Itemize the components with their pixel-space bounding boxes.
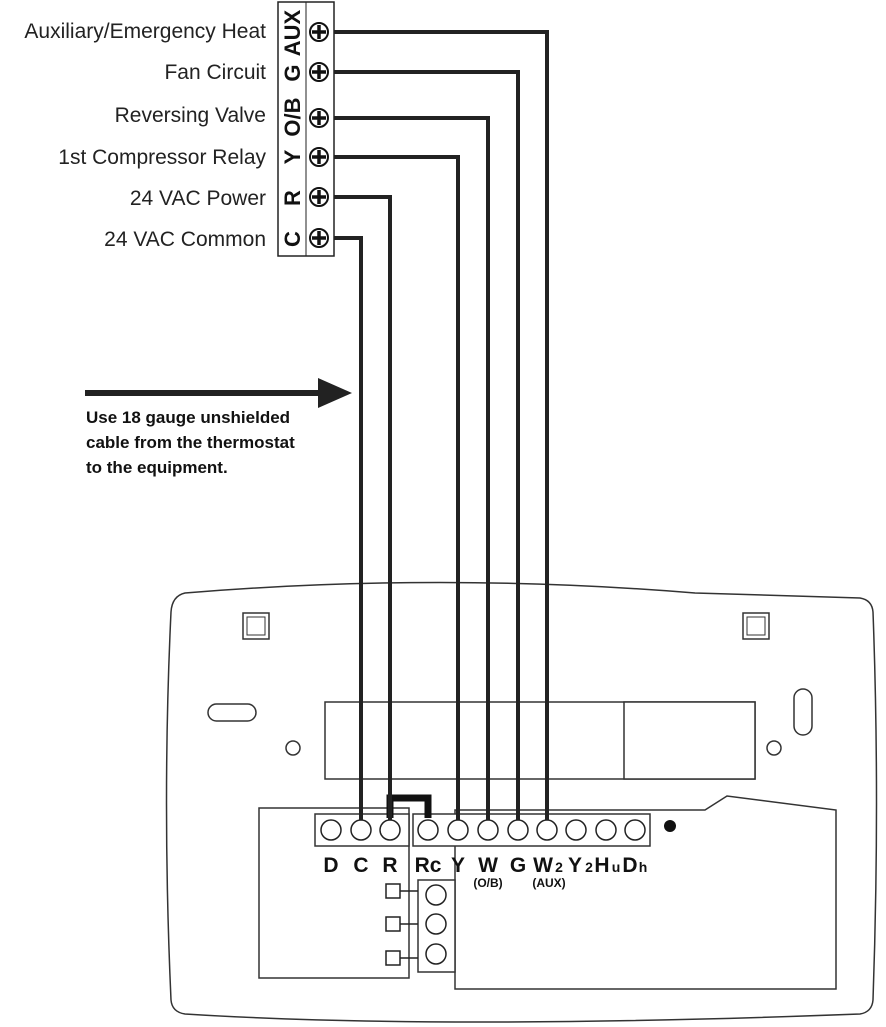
mounting-slot-left [207,703,257,722]
note-line-3: to the equipment. [86,458,228,477]
tstat-label-w2: W [533,854,553,877]
tstat-label-dh: D [622,854,637,877]
label-24vac-power: 24 VAC Power [130,187,266,210]
wire-g-to-g [334,70,520,820]
terminal-screws [320,819,646,841]
terminal-letter-aux: AUX [280,9,305,56]
terminal-letter-y: Y [280,149,305,164]
tstat-label-y2-num: 2 [585,859,593,875]
tstat-label-r: R [382,854,397,877]
mounting-square-left [242,612,270,640]
mounting-hole-left [285,740,301,756]
label-fan-circuit: Fan Circuit [164,61,266,84]
indicator-dot [664,820,676,832]
tstat-label-y: Y [451,854,465,877]
tstat-label-rc: Rc [415,854,442,877]
screw-icon [309,228,329,248]
label-compressor-relay: 1st Compressor Relay [58,146,266,169]
side-tab-leads [400,890,418,959]
tstat-label-c: C [353,854,368,877]
terminal-letter-ob: O/B [280,97,305,136]
label-24vac-common: 24 VAC Common [104,228,266,251]
screw-icon [309,187,329,207]
base-window [623,701,756,780]
side-tabs [385,883,401,966]
equipment-terminal-block [277,1,335,257]
note-line-1: Use 18 gauge unshielded [86,408,290,427]
terminal-letter-r: R [280,190,305,206]
tstat-label-w2-num: 2 [555,859,563,875]
terminal-letter-g: G [280,64,305,81]
screw-icon [309,62,329,82]
label-reversing-valve: Reversing Valve [115,104,266,127]
terminal-letter-c: C [280,231,305,247]
tstat-label-dh-small: h [639,859,648,875]
mounting-slot-right [793,688,813,736]
screw-icon [309,147,329,167]
tstat-label-g: G [510,854,526,877]
arrow-right-icon [85,378,352,408]
mounting-square-right [742,612,770,640]
side-screws [425,884,447,965]
wire-aux-to-w2 [334,30,549,820]
wire-ob-to-w [334,116,490,820]
wire-y-to-y [334,155,460,820]
mounting-hole-right [766,740,782,756]
tstat-label-w: W [478,854,498,877]
tstat-label-d: D [323,854,338,877]
note-line-2: cable from the thermostat [86,433,295,452]
tstat-label-w-sub: (O/B) [473,876,502,890]
label-aux: Auxiliary/Emergency Heat [24,20,266,43]
wire-r-to-r [334,195,392,820]
tstat-label-y2: Y [568,854,582,877]
tstat-label-hu-small: u [612,859,621,875]
screw-icon [309,108,329,128]
screw-icon [309,22,329,42]
wire-c-to-c [334,236,363,820]
tstat-label-w2-sub: (AUX) [532,876,565,890]
tstat-label-hu: H [594,854,609,877]
wires [334,30,549,820]
